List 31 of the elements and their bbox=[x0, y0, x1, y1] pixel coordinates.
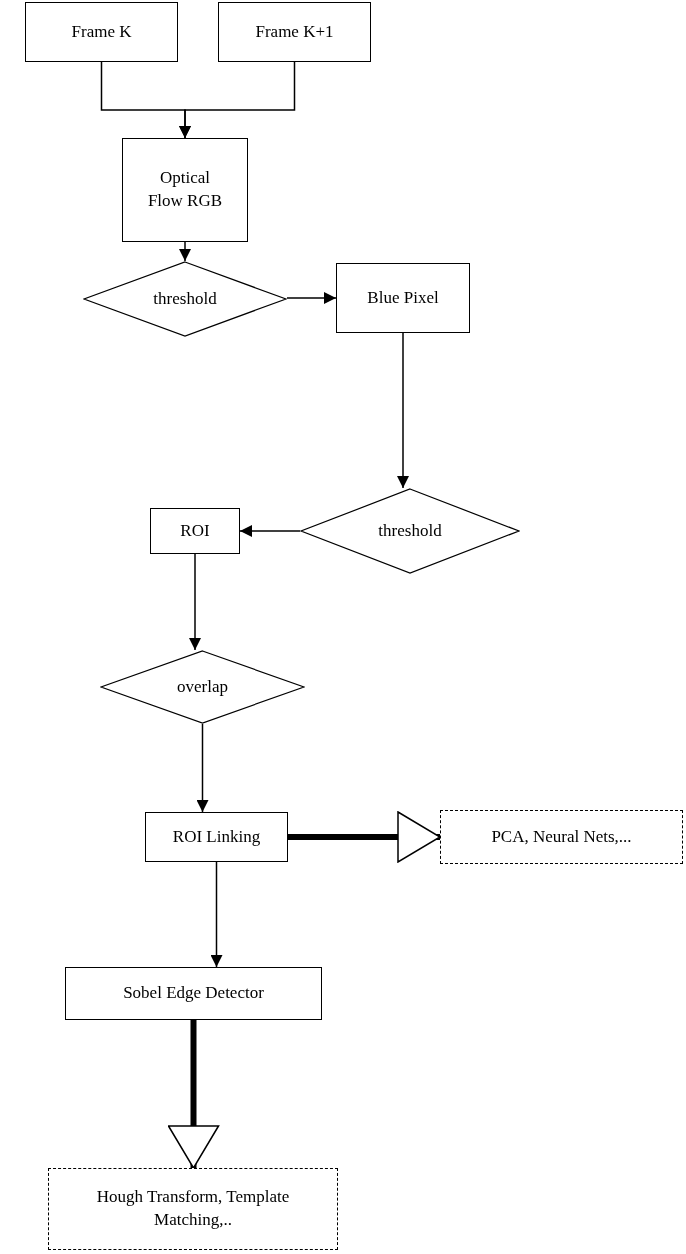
block-arrow bbox=[288, 811, 441, 863]
node-label: PCA, Neural Nets,... bbox=[490, 825, 633, 848]
node-label: Blue Pixel bbox=[366, 286, 440, 309]
node-label: threshold bbox=[377, 519, 443, 542]
arrow bbox=[397, 332, 409, 489]
block-arrow bbox=[167, 1020, 220, 1169]
process-box bbox=[122, 138, 248, 242]
node-label: overlap bbox=[176, 675, 229, 698]
node-label: ROI bbox=[179, 519, 211, 542]
node-label: Sobel Edge Detector bbox=[122, 982, 265, 1005]
process-box bbox=[25, 2, 178, 62]
arrow bbox=[286, 292, 337, 304]
node-label: ROI Linking bbox=[171, 825, 262, 848]
node-label: Frame K+1 bbox=[254, 20, 335, 43]
arrow bbox=[189, 553, 201, 651]
node-label: threshold bbox=[152, 287, 218, 310]
arrow bbox=[196, 723, 209, 813]
node-label: Optical Flow RGB bbox=[146, 167, 224, 212]
process-box bbox=[336, 263, 470, 333]
process-box bbox=[218, 2, 371, 62]
arrow bbox=[210, 861, 223, 968]
process-box bbox=[65, 967, 322, 1020]
node-label: Hough Transform, Template Matching,.. bbox=[95, 1186, 291, 1231]
node-label: Frame K bbox=[70, 20, 133, 43]
arrow bbox=[239, 525, 301, 537]
dashed-process-box bbox=[440, 810, 683, 864]
dashed-process-box bbox=[48, 1168, 338, 1250]
arrow bbox=[179, 61, 296, 139]
process-box bbox=[145, 812, 288, 862]
process-box bbox=[150, 508, 240, 554]
arrow bbox=[179, 241, 191, 262]
